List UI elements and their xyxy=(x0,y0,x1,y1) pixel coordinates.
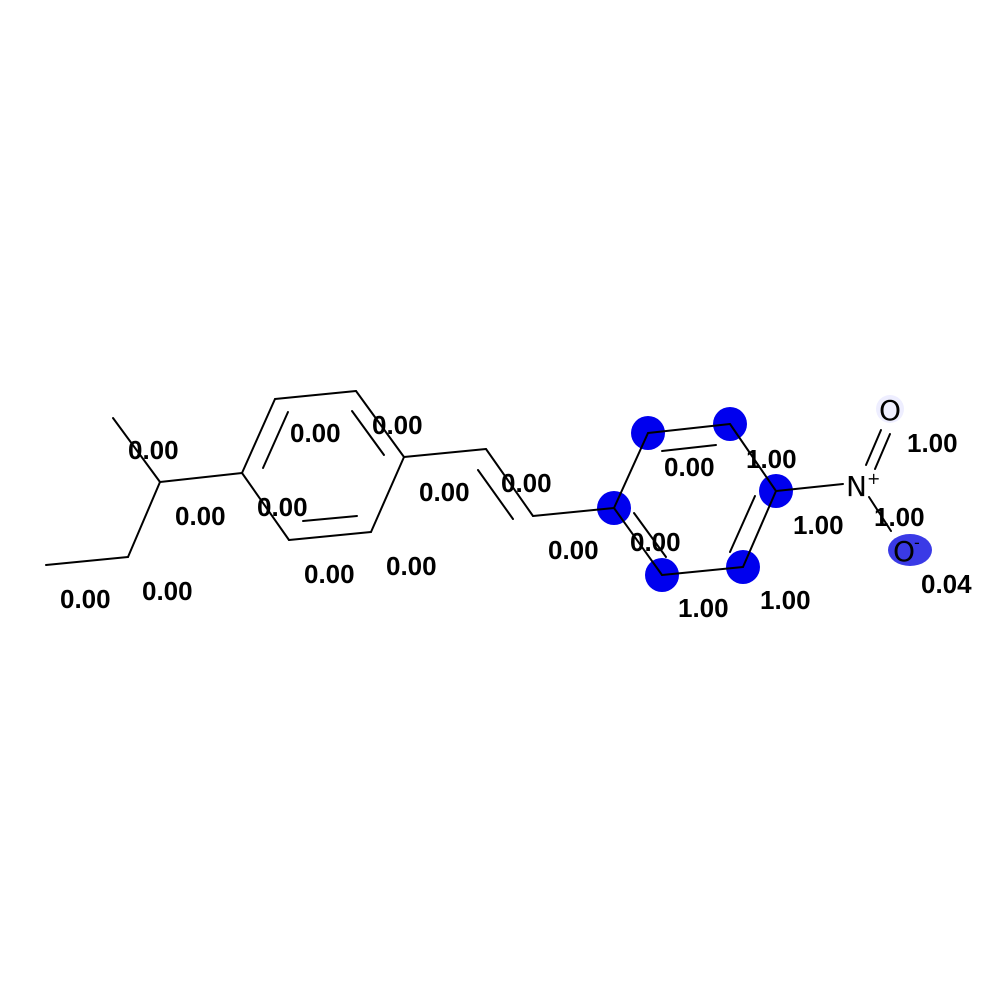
atom-score: 0.00 xyxy=(290,418,341,448)
atom-score: 0.00 xyxy=(175,501,226,531)
atom-score: 0.04 xyxy=(921,569,972,599)
bond xyxy=(729,423,777,492)
atom-label-n: N xyxy=(846,470,867,503)
atom-scores: 0.00 0.00 0.00 0.00 0.00 0.00 0.00 0.00 … xyxy=(60,410,972,623)
atom-score: 0.00 xyxy=(630,527,681,557)
bond xyxy=(532,507,615,517)
atom-score: 1.00 xyxy=(760,585,811,615)
atom-score: 1.00 xyxy=(678,593,729,623)
highlight-o-top xyxy=(876,395,904,423)
bond xyxy=(262,411,289,469)
bond xyxy=(874,433,891,470)
bond xyxy=(159,472,243,483)
bond xyxy=(613,432,649,509)
bond xyxy=(742,490,777,568)
atom-score: 0.00 xyxy=(257,492,308,522)
atom-label-o-bottom: O xyxy=(893,535,915,568)
atom-score: 0.00 xyxy=(548,535,599,565)
atom-score: 0.00 xyxy=(304,559,355,589)
atom-label-o-top: O xyxy=(879,394,901,427)
bond xyxy=(868,496,892,532)
atom-score: 1.00 xyxy=(746,444,797,474)
bond xyxy=(485,448,534,517)
bond xyxy=(127,481,161,558)
atom-labels: N + O O - xyxy=(846,394,920,568)
bond xyxy=(45,556,129,566)
bond xyxy=(775,483,844,492)
bond xyxy=(661,566,744,576)
atom-charge-n: + xyxy=(867,469,880,488)
bond xyxy=(633,512,667,558)
bond xyxy=(288,531,372,541)
atom-score: 1.00 xyxy=(793,510,844,540)
bond xyxy=(729,495,756,553)
atom-score: 0.00 xyxy=(664,452,715,482)
atom-score: 0.00 xyxy=(386,551,437,581)
bond xyxy=(370,456,405,533)
atom-score: 1.00 xyxy=(907,428,958,458)
atom-score: 0.00 xyxy=(142,576,193,606)
bond xyxy=(241,472,290,541)
atom-score: 0.00 xyxy=(128,435,179,465)
highlight-o-bottom xyxy=(888,534,932,566)
bond xyxy=(274,390,357,400)
bond xyxy=(647,423,731,434)
bond xyxy=(351,410,385,456)
bond xyxy=(865,429,882,466)
bond xyxy=(241,398,276,474)
bond xyxy=(355,390,405,458)
bond xyxy=(403,448,487,458)
bond xyxy=(302,515,358,522)
bond xyxy=(661,444,717,452)
bond xyxy=(112,417,161,483)
atom-score: 1.00 xyxy=(874,502,925,532)
atom-score: 0.00 xyxy=(372,410,423,440)
atom-score: 0.00 xyxy=(60,584,111,614)
atom-score: 0.00 xyxy=(419,477,470,507)
bond xyxy=(477,469,514,520)
bond xyxy=(613,507,663,576)
atom-charge-o-bottom: - xyxy=(914,533,920,552)
bonds xyxy=(45,390,892,576)
atom-score: 0.00 xyxy=(501,468,552,498)
